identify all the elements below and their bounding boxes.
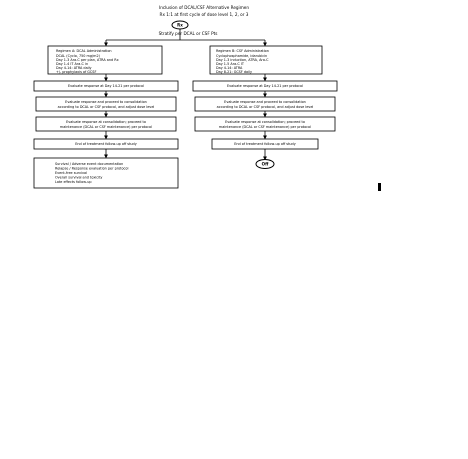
left-step4-text: End of treatment follow-up off study (75, 142, 136, 146)
top-rx-label: Rx (177, 22, 183, 27)
branch-caption: Stratify per DCAL or CSF Pts (159, 31, 218, 36)
left-step2-line-1: Evaluate response and proceed to consoli… (65, 100, 147, 104)
right-step4-text: End of treatment follow-up off study (234, 142, 295, 146)
left-regimen-line-4: Day 4-14: ATRA daily (56, 66, 92, 70)
right-regimen-line-3: Day 1-5 Ara-C IT (216, 62, 245, 66)
right-regimen-line-5: Day 8-21: GCSF daily (216, 70, 252, 74)
right-step2-line-2: according to DCAL or CSF protocol, and a… (217, 105, 314, 109)
right-end-label: Off (262, 161, 269, 166)
left-regimen-line-2: Day 1-3 Ara-C per plan, ATRA and Rx (56, 58, 119, 62)
right-regimen-box (209, 45, 323, 75)
left-step1-text: Evaluate response at Day 14-21 per proto… (68, 84, 144, 88)
left-regimen-line-5: +/- prophylaxis of GCSF (56, 70, 96, 74)
right-regimen-line-1: Cyclophosphamide, idarubicin (216, 54, 267, 58)
left-regimen-box (47, 45, 163, 75)
outcome-line-4: Overall survival and toxicity (55, 176, 102, 180)
left-regimen-line-1: DCAL (Cyclo, 750 mg/m2) (56, 54, 101, 58)
right-regimen-line-4: Day 4-14: ATRA (216, 66, 243, 70)
right-step3-line-1: Evaluate response at consolidation; proc… (225, 120, 305, 124)
outcomes-box (33, 157, 179, 189)
outcome-line-3: Event-free survival (55, 171, 87, 175)
outcome-line-2: Relapse / Response evaluation per protoc… (55, 167, 128, 171)
left-step3-line-2: maintenance (DCAL or CSF maintenance) pe… (60, 125, 152, 129)
left-step2-line-2: according to DCAL or CSF protocol, and a… (58, 105, 155, 109)
right-step3-line-2: maintenance (DCAL or CSF maintenance) pe… (219, 125, 311, 129)
left-step3-line-1: Evaluate response at consolidation; proc… (66, 120, 146, 124)
header-line1: Inclusion of DCAL/CSF Alternative Regime… (159, 5, 249, 10)
right-end-node (255, 159, 275, 169)
left-regimen-title: Regimen A: DCAL Administration (56, 49, 112, 53)
right-regimen-line-2: Day 1-3 induction, ATRA, Ara-C (216, 58, 269, 62)
right-step2-line-1: Evaluate response and proceed to consoli… (224, 100, 306, 104)
outcome-line-1: Survival / Adverse event documentation (55, 162, 123, 166)
header-line2: Rx 1:1 at first cycle of dose level 1, 2… (160, 12, 249, 17)
page-marker (378, 183, 381, 191)
left-regimen-line-3: Day 1-4 IT Ara-C in (56, 62, 88, 66)
right-regimen-title: Regimen B: CSF Administration (216, 49, 269, 53)
right-step1-text: Evaluate response at Day 14-21 per proto… (227, 84, 303, 88)
outcome-line-5: Late effects follow-up (55, 180, 92, 184)
